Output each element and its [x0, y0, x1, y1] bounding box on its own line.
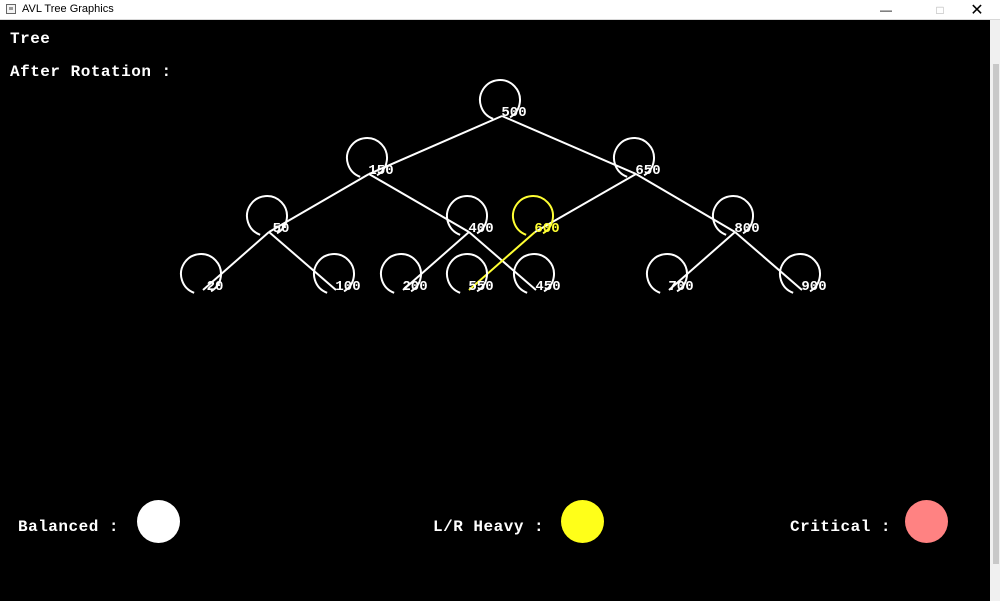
tree-node-150: 150 — [346, 137, 394, 179]
edge-400-200 — [402, 231, 470, 291]
node-circle-100 — [313, 253, 355, 294]
tree-node-100: 100 — [313, 253, 361, 295]
node-label-150: 150 — [368, 163, 393, 179]
tree-node-400: 400 — [446, 195, 494, 237]
edge-800-900 — [734, 231, 803, 291]
node-circle-700 — [646, 253, 688, 294]
tree-node-200: 200 — [380, 253, 428, 295]
minimize-button[interactable]: — — [880, 3, 892, 17]
rotation-label: After Rotation : — [10, 63, 172, 81]
node-label-800: 800 — [734, 221, 759, 237]
tree-diagram: 500 150 650 50 400 600 800 20 100 200 550 450 700 900 — [180, 79, 827, 295]
node-circle-900 — [779, 253, 821, 294]
node-circle-650 — [613, 137, 655, 178]
node-circle-600 — [512, 195, 554, 236]
tree-node-700: 700 — [646, 253, 694, 295]
node-label-20: 20 — [207, 279, 224, 295]
node-label-550: 550 — [468, 279, 493, 295]
tree-node-500: 500 — [479, 79, 527, 121]
edge-150-400 — [368, 173, 470, 233]
node-label-400: 400 — [468, 221, 493, 237]
edge-500-150 — [368, 115, 503, 175]
node-label-50: 50 — [273, 221, 290, 237]
tree-node-450: 450 — [513, 253, 561, 295]
node-label-200: 200 — [402, 279, 427, 295]
node-circle-200 — [380, 253, 422, 294]
tree-title: Tree — [10, 30, 51, 48]
node-circle-400 — [446, 195, 488, 236]
tree-node-650: 650 — [613, 137, 661, 179]
node-circle-50 — [246, 195, 288, 236]
edge-50-100 — [268, 231, 337, 291]
node-label-450: 450 — [535, 279, 560, 295]
node-circle-500 — [479, 79, 521, 120]
tree-node-900: 900 — [779, 253, 827, 295]
node-label-650: 650 — [635, 163, 660, 179]
tree-node-50: 50 — [246, 195, 290, 237]
node-label-600: 600 — [534, 221, 559, 237]
window-title: AVL Tree Graphics — [22, 3, 114, 15]
node-label-900: 900 — [801, 279, 826, 295]
node-circle-20 — [180, 253, 222, 294]
legend-heavy-label: L/R Heavy : — [433, 518, 545, 536]
node-circle-800 — [712, 195, 754, 236]
legend-critical-label: Critical : — [790, 518, 892, 536]
node-label-700: 700 — [668, 279, 693, 295]
edge-800-700 — [668, 231, 736, 291]
edge-650-800 — [635, 173, 736, 233]
node-circle-450 — [513, 253, 555, 294]
title-bar: AVL Tree Graphics — □ ✕ — [0, 0, 1000, 20]
edge-600-550 — [468, 231, 536, 291]
edge-500-650 — [501, 115, 637, 175]
tree-node-800: 800 — [712, 195, 760, 237]
maximize-button[interactable]: □ — [936, 3, 944, 17]
node-label-100: 100 — [335, 279, 360, 295]
edge-50-20 — [202, 231, 270, 291]
node-circle-550 — [446, 253, 488, 294]
legend-balanced-label: Balanced : — [18, 518, 120, 536]
node-label-500: 500 — [501, 105, 526, 121]
legend-critical-swatch — [905, 500, 948, 543]
close-button[interactable]: ✕ — [970, 2, 984, 19]
app-icon — [6, 4, 16, 14]
scrollbar-thumb[interactable] — [993, 64, 999, 564]
graphics-canvas: Tree After Rotation : 500 150 650 50 400 600 8… — [0, 20, 1000, 601]
tree-node-20: 20 — [180, 253, 224, 295]
legend-balanced-swatch — [137, 500, 180, 543]
legend-heavy-swatch — [561, 500, 604, 543]
tree-node-550: 550 — [446, 253, 494, 295]
tree-node-600: 600 — [512, 195, 560, 237]
node-circle-150 — [346, 137, 388, 178]
